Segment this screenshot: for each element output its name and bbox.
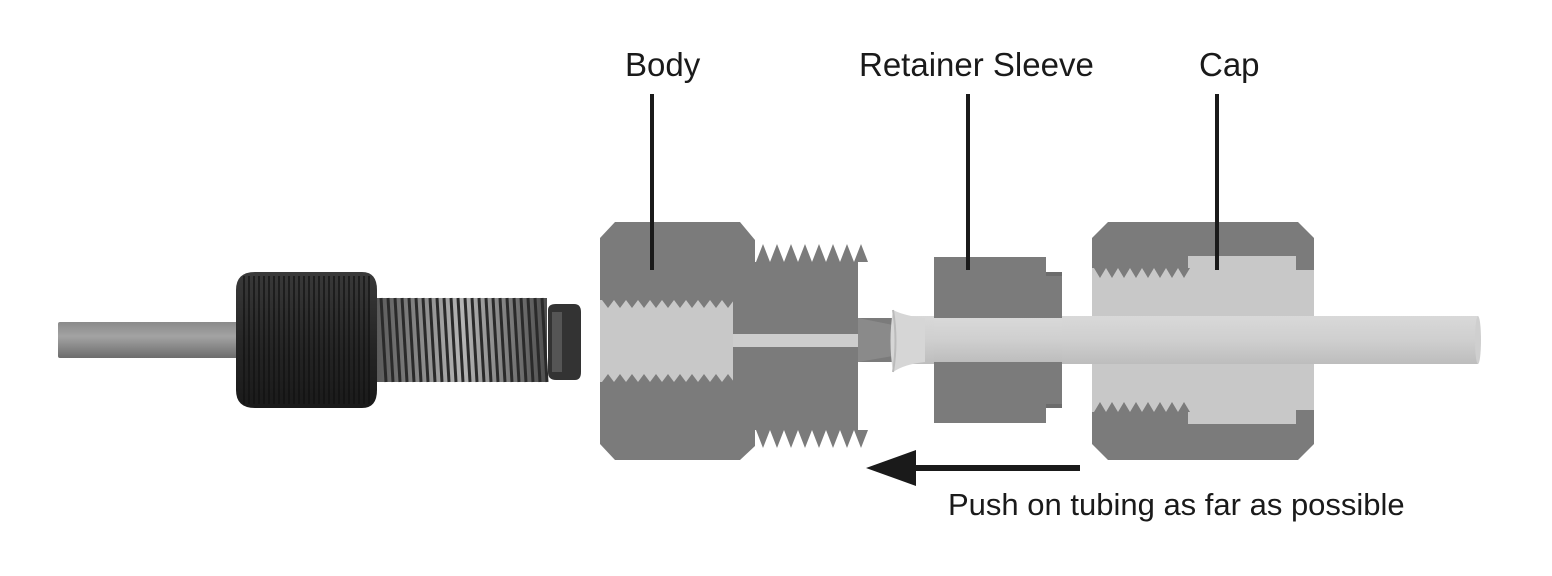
left-tubing bbox=[58, 322, 243, 358]
retainer-sleeve-label: Retainer Sleeve bbox=[859, 46, 1094, 83]
retainer-sleeve-part bbox=[934, 257, 1062, 423]
instruction-text: Push on tubing as far as possible bbox=[948, 487, 1405, 522]
body-label: Body bbox=[625, 46, 701, 83]
push-arrow-icon bbox=[866, 450, 1080, 486]
fitting-nut bbox=[236, 272, 377, 408]
cap-label: Cap bbox=[1199, 46, 1260, 83]
body-part bbox=[600, 222, 893, 460]
cap-part bbox=[1092, 222, 1314, 460]
nut-threads bbox=[377, 297, 549, 383]
